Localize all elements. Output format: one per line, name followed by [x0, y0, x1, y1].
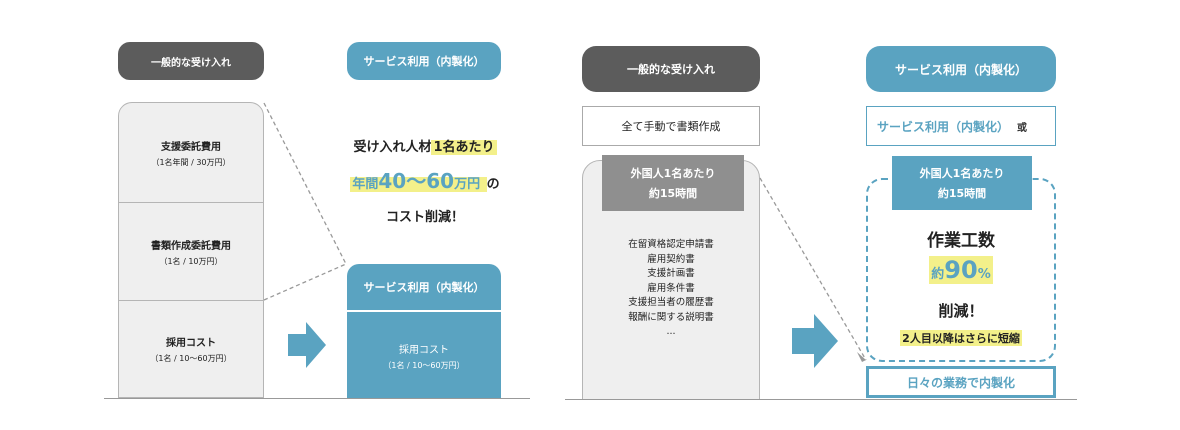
blue-badge-line-1: 外国人1名あたり — [919, 167, 1005, 180]
service-box-body: 採用コスト （1名 / 10〜60万円） — [347, 314, 501, 398]
service-outline: サービス利用（内製化） 或 — [866, 106, 1056, 146]
right-baseline — [565, 399, 1077, 400]
gray-badge-line-1: 外国人1名あたり — [630, 167, 716, 180]
left-header-service: サービス利用（内製化） — [347, 42, 501, 80]
cost-item-support: 支援委託費用 （1名年間 / 30万円） — [119, 103, 263, 203]
left-service-box: サービス利用（内製化） 採用コスト （1名 / 10〜60万円） — [347, 264, 501, 398]
second-note: 2人目以降はさらに短縮 — [900, 330, 1022, 346]
cost-item-title: 採用コスト — [166, 338, 216, 349]
service-box-sub: （1名 / 10〜60万円） — [383, 361, 465, 370]
service-outline-label: サービス利用（内製化） — [877, 119, 1010, 134]
document-item: 支援担当者の履歴書 — [628, 297, 714, 308]
tagline-line-3: コスト削減！ — [385, 209, 464, 225]
cost-item-sub: （1名 / 10〜60万円） — [150, 354, 232, 363]
documents-list: 在留資格認定申請書 雇用契約書 支援計画書 雇用条件書 支援担当者の履歴書 報酬… — [582, 238, 760, 340]
cost-item-sub: （1名年間 / 30万円） — [151, 157, 231, 167]
document-item: ... — [666, 326, 676, 337]
document-item: 支援計画書 — [647, 268, 695, 279]
cost-item-recruit: 採用コスト （1名 / 10〜60万円） — [119, 301, 263, 397]
left-header-general: 一般的な受け入れ — [118, 42, 264, 80]
tagline-line-2: 年間40〜60万円 の — [350, 168, 500, 193]
right-header-general: 一般的な受け入れ — [582, 46, 760, 92]
blue-badge: 外国人1名あたり 約15時間 — [892, 156, 1032, 210]
document-item: 在留資格認定申請書 — [628, 239, 714, 250]
service-outline-extra: 或 — [1017, 122, 1028, 134]
gray-badge: 外国人1名あたり 約15時間 — [602, 155, 744, 211]
reduction-post: 削減！ — [938, 302, 984, 320]
work-label: 作業工数 — [927, 231, 995, 251]
cost-item-title: 支援委託費用 — [161, 141, 221, 153]
gray-badge-line-2: 約15時間 — [648, 187, 698, 200]
right-arrow-icon — [288, 322, 326, 368]
blue-badge-line-2: 約15時間 — [937, 187, 987, 200]
right-arrow-icon — [792, 314, 838, 368]
cost-item-title: 書類作成委託費用 — [151, 240, 231, 252]
inhouse-box: 日々の業務で内製化 — [866, 366, 1056, 398]
left-cost-stack: 支援委託費用 （1名年間 / 30万円） 書類作成委託費用 （1名 / 10万円… — [118, 102, 264, 398]
right-header-service: サービス利用（内製化） — [866, 46, 1056, 92]
left-baseline — [104, 398, 530, 399]
document-item: 雇用条件書 — [647, 282, 695, 294]
cost-item-documents: 書類作成委託費用 （1名 / 10万円） — [119, 203, 263, 301]
service-box-header: サービス利用（内製化） — [347, 264, 501, 312]
manual-box: 全て手動で書類作成 — [582, 106, 760, 146]
reduction-value: 約90% — [929, 256, 993, 284]
cost-item-sub: （1名 / 10万円） — [159, 256, 223, 266]
service-box-title: 採用コスト — [399, 345, 449, 356]
document-item: 報酬に関する説明書 — [628, 311, 714, 323]
document-item: 雇用契約書 — [647, 253, 695, 265]
